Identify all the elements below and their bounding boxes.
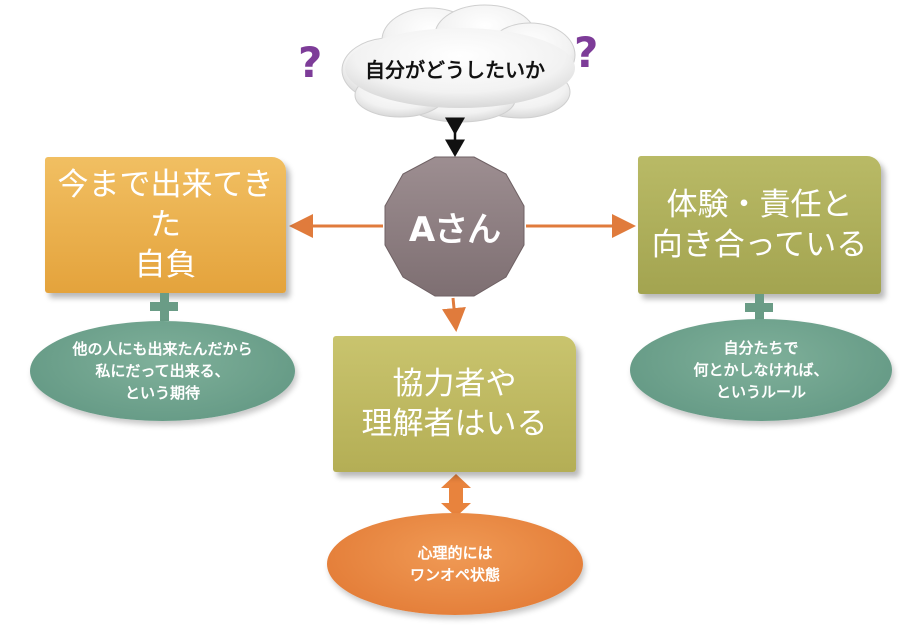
question-mark-left: ? <box>298 38 323 87</box>
arrow-to-center-box <box>442 297 466 332</box>
question-mark-right: ? <box>574 28 599 77</box>
ellipse-right-rule: 自分たちで 何とかしなければ、 というルール <box>630 319 892 421</box>
box-left-pride: 今まで出来てきた 自負 <box>45 157 286 293</box>
ellipse-bottom-one-operation: 心理的には ワンオペ状態 <box>327 513 583 615</box>
box-right-responsibility: 体験・責任と 向き合っている <box>638 156 881 294</box>
hub-polygon <box>384 156 525 297</box>
box-center-supporters: 協力者や 理解者はいる <box>333 336 576 472</box>
double-block-arrow <box>441 474 471 517</box>
hub-label: Aさん <box>408 210 501 250</box>
ellipse-left-expectation: 他の人にも出来たんだから 私にだって出来る、 という期待 <box>30 321 295 421</box>
thought-cloud <box>341 4 576 123</box>
cloud-label: 自分がどうしたいか <box>365 57 545 82</box>
